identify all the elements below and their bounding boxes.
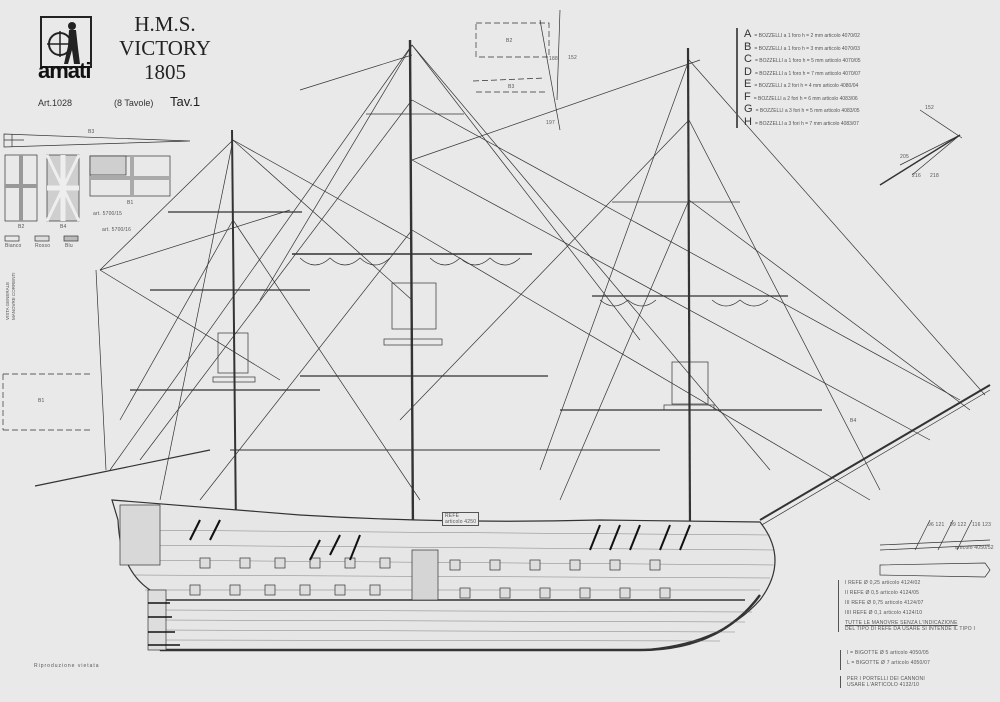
cannon-note-line1: PER I PORTELLI DEI CANNONI xyxy=(847,676,925,682)
legend-row: F= BOZZELLI a 2 fori h = 6 mm articolo 4… xyxy=(744,90,858,103)
rig-number: 152 xyxy=(925,105,934,111)
color-key-blue: Blu xyxy=(65,243,73,249)
thread-row: I REFE Ø 0,25 articolo 4124/02 xyxy=(845,580,921,586)
deadeye-row: I = BIGOTTE Ø 5 articolo 4050/05 xyxy=(847,650,929,656)
legend-row: H= BOZZELLI a 3 fori h = 7 mm articolo 4… xyxy=(744,115,859,128)
color-key-red: Rosso xyxy=(35,243,51,249)
deadeye-row: L = BIGOTTE Ø 7 articolo 4050/07 xyxy=(847,660,931,666)
legend-row: D= BOZZELLI a 1 foro h = 7 mm articolo 4… xyxy=(744,65,861,78)
reproduction-notice: Riproduzione vietata xyxy=(34,663,100,669)
thread-legend: I REFE Ø 0,25 articolo 4124/02 II REFE Ø… xyxy=(838,580,975,632)
chain-article: articolo 4050/52 xyxy=(955,545,994,551)
sail-ref-b1: B1 xyxy=(38,398,45,404)
thread-row: II REFE Ø 0,5 articolo 4124/05 xyxy=(845,590,920,596)
title-hms: H.M.S. xyxy=(134,12,196,36)
rig-number: 188 xyxy=(549,56,558,62)
thread-note-line2: DEL TIPO DI REFE DA USARE SI INTENDE IL … xyxy=(845,626,976,632)
rig-number: 205 xyxy=(900,154,909,160)
flag-label-b1: B1 xyxy=(127,200,134,206)
amati-logo xyxy=(40,16,92,68)
sail-ref-b2: B2 xyxy=(506,38,513,44)
cannon-note-line2: USARE L'ARTICOLO 4132/10 xyxy=(847,682,920,688)
rig-number: 152 xyxy=(568,55,577,61)
thread-row: IIII REFE Ø 0,1 articolo 4124/10 xyxy=(845,610,923,616)
brand-wordmark: amati xyxy=(38,58,91,83)
thread-row: III REFE Ø 0,75 articolo 4124/07 xyxy=(845,600,924,606)
flag-label-b3: B3 xyxy=(88,129,95,135)
article-number: Art.1028 xyxy=(38,98,73,108)
deadeye-legend: I = BIGOTTE Ø 5 articolo 4050/05 L = BIG… xyxy=(840,650,930,670)
chain-number: 96 121 xyxy=(928,522,945,528)
legend-row: E= BOZZELLI a 2 fori h = 4 mm articolo 4… xyxy=(744,78,859,90)
side-note-line2: MANOVRE CORRENTI xyxy=(11,272,16,320)
cannon-note: PER I PORTELLI DEI CANNONI USARE L'ARTIC… xyxy=(840,676,925,688)
rig-number: 218 xyxy=(930,173,939,179)
title-block: H.M.S. VICTORY 1805 xyxy=(110,12,220,84)
title-victory: VICTORY xyxy=(119,36,211,60)
sail-ref-b3: B3 xyxy=(508,84,515,90)
chain-number: 99 122 xyxy=(950,522,967,528)
color-key-white: Bianco xyxy=(5,243,22,249)
plate-number: Tav.1 xyxy=(170,94,201,109)
legend-row: G= BOZZELLI a 3 fori h = 5 mm articolo 4… xyxy=(744,103,860,115)
legend-row: C= BOZZELLI a 1 foro h = 5 mm articolo 4… xyxy=(744,53,861,65)
flag-article-2: art. 5700/16 xyxy=(102,227,132,233)
rig-number: 197 xyxy=(546,120,555,126)
thread-note-line1: TUTTE LE MANOVRE SENZA L'INDICAZIONE xyxy=(845,620,958,626)
legend-row: A= BOZZELLI a 1 foro h = 2 mm articolo 4… xyxy=(744,28,860,40)
flag-article-1: art. 5700/15 xyxy=(93,211,123,217)
rig-number: 216 xyxy=(912,173,921,179)
title-year: 1805 xyxy=(144,60,186,84)
flag-label-b4: B4 xyxy=(60,224,67,230)
flag-label-b2: B2 xyxy=(18,224,25,230)
refe-callout: REFE articolo 4250 xyxy=(442,512,480,526)
helmsman-icon xyxy=(47,22,80,64)
sheet-count: (8 Tavole) xyxy=(114,98,154,108)
side-note-line1: VISTA GENERALE xyxy=(5,281,10,320)
chain-number: 116 123 xyxy=(972,522,992,528)
sail-ref-b4: B4 xyxy=(850,418,857,424)
legend-row: B= BOZZELLI a 1 foro h = 3 mm articolo 4… xyxy=(744,40,860,53)
block-legend: A= BOZZELLI a 1 foro h = 2 mm articolo 4… xyxy=(736,28,861,128)
